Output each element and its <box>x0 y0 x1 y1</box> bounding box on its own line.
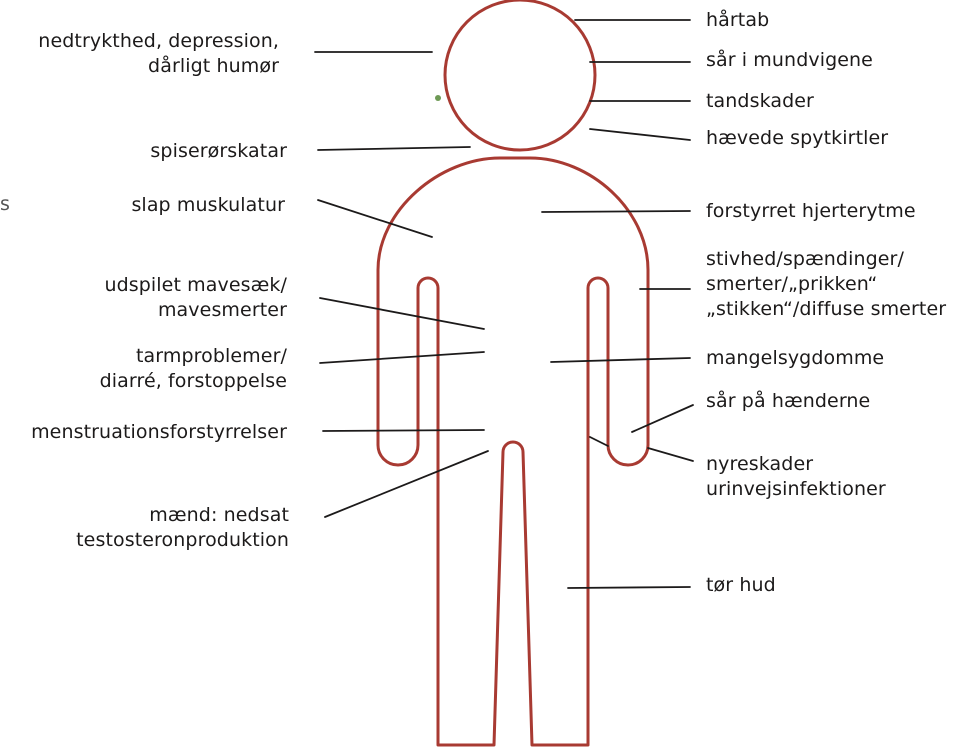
leader-heart <box>542 211 690 212</box>
label-line: „stikken“/diffuse smerter <box>706 297 946 322</box>
label-esophagus: spiserørskatar <box>150 139 287 164</box>
body-outline <box>378 0 648 745</box>
label-line: menstruationsforstyrrelser <box>31 420 287 445</box>
head-outline <box>445 0 595 150</box>
leader-glands <box>590 129 690 140</box>
label-line: tandskader <box>706 89 814 114</box>
label-testosterone: mænd: nedsat testosteronproduktion <box>76 503 289 553</box>
label-line: stivhed/spændinger/ <box>706 247 946 272</box>
leader-deficiency <box>551 358 690 362</box>
label-pain: stivhed/spændinger/ smerter/„prikken“ „s… <box>706 247 946 322</box>
leader-testosterone <box>325 451 488 517</box>
label-teeth: tandskader <box>706 89 814 114</box>
label-line: sår i mundvigene <box>706 48 873 73</box>
label-kidney: nyreskader urinvejsinfektioner <box>706 452 886 502</box>
label-line: mangelsygdomme <box>706 346 884 371</box>
label-glands: hævede spytkirtler <box>706 126 888 151</box>
leader-bowel <box>320 352 484 363</box>
label-skin: tør hud <box>706 573 776 598</box>
label-line: smerter/„prikken“ <box>706 272 946 297</box>
label-line: tarmproblemer/ <box>100 344 287 369</box>
leader-stomach <box>320 298 484 329</box>
label-line: mavesmerter <box>104 298 287 323</box>
label-line: sår på hænderne <box>706 389 870 414</box>
label-stomach: udspilet mavesæk/ mavesmerter <box>104 273 287 323</box>
leader-lines <box>315 20 693 588</box>
label-line: testosteronproduktion <box>76 528 289 553</box>
label-heart: forstyrret hjerterytme <box>706 199 916 224</box>
stain-mark <box>435 95 441 101</box>
label-hair: hårtab <box>706 8 769 33</box>
label-line: slap muskulatur <box>131 193 285 218</box>
label-line: hårtab <box>706 8 769 33</box>
leader-muscles <box>318 200 432 237</box>
stray-mark: s <box>0 193 10 215</box>
label-menstruation: menstruationsforstyrrelser <box>31 420 287 445</box>
label-line: diarré, forstoppelse <box>100 369 287 394</box>
label-line: urinvejsinfektioner <box>706 477 886 502</box>
label-line: udspilet mavesæk/ <box>104 273 287 298</box>
label-bowel: tarmproblemer/ diarré, forstoppelse <box>100 344 287 394</box>
leader-kidney-a <box>590 437 608 446</box>
label-line: dårligt humør <box>38 54 279 79</box>
label-deficiency: mangelsygdomme <box>706 346 884 371</box>
leader-skin <box>568 587 690 588</box>
leader-hands <box>632 405 693 432</box>
leader-kidney-b <box>648 448 693 461</box>
label-muscles: slap muskulatur <box>131 193 285 218</box>
label-line: hævede spytkirtler <box>706 126 888 151</box>
label-line: nedtrykthed, depression, <box>38 29 279 54</box>
label-mouth: sår i mundvigene <box>706 48 873 73</box>
label-line: tør hud <box>706 573 776 598</box>
leader-esophagus <box>318 147 470 150</box>
label-line: spiserørskatar <box>150 139 287 164</box>
leader-menstruation <box>323 430 484 431</box>
torso-outline <box>378 158 648 745</box>
label-hands: sår på hænderne <box>706 389 870 414</box>
label-line: forstyrret hjerterytme <box>706 199 916 224</box>
label-depression: nedtrykthed, depression, dårligt humør <box>38 29 279 79</box>
label-line: nyreskader <box>706 452 886 477</box>
label-line: mænd: nedsat <box>76 503 289 528</box>
